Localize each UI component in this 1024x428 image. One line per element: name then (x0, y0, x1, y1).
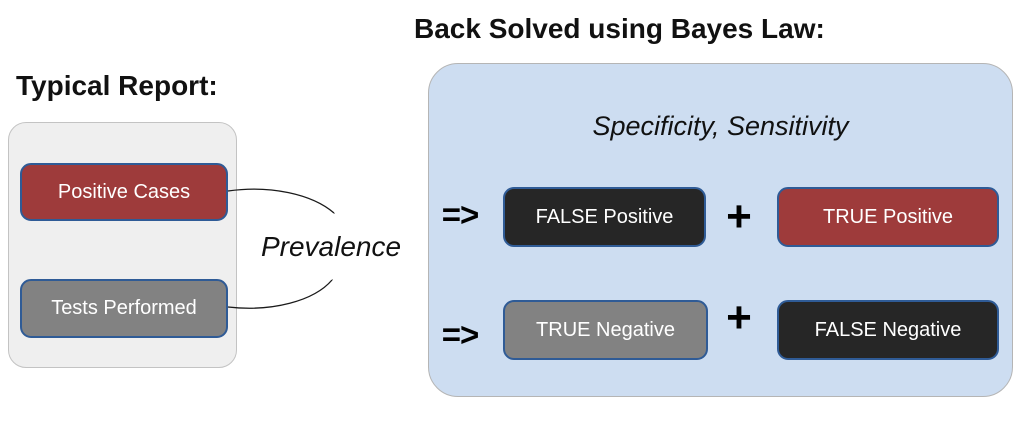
positive-cases-box: Positive Cases (20, 163, 228, 221)
implies-arrow-row1: => (441, 196, 480, 233)
false-negative-box: FALSE Negative (777, 300, 999, 360)
tests-performed-label: Tests Performed (51, 297, 197, 319)
back-solved-heading: Back Solved using Bayes Law: (414, 13, 825, 44)
plus-sign-row1: + (726, 192, 752, 241)
prevalence-label: Prevalence (260, 231, 402, 262)
true-positive-label: TRUE Positive (822, 205, 954, 228)
false-negative-label: FALSE Negative (814, 318, 962, 341)
arrow-tests-performed-to-prevalence (227, 280, 332, 309)
plus-sign-row2: + (726, 293, 752, 342)
typical-report-panel: Positive Cases Tests Performed (8, 122, 237, 368)
false-positive-box: FALSE Positive (503, 187, 706, 247)
true-negative-box: TRUE Negative (503, 300, 708, 360)
typical-report-heading: Typical Report: (16, 70, 218, 101)
specificity-sensitivity-label: Specificity, Sensitivity (592, 111, 849, 141)
true-negative-label: TRUE Negative (536, 318, 675, 341)
false-positive-label: FALSE Positive (535, 205, 674, 228)
arrow-positive-cases-to-prevalence (227, 188, 334, 213)
implies-arrow-row2: => (441, 316, 480, 353)
bayes-panel: Specificity, Sensitivity => FALSE Positi… (428, 63, 1013, 397)
true-positive-box: TRUE Positive (777, 187, 999, 247)
prevalence-arrows (227, 188, 370, 309)
positive-cases-label: Positive Cases (57, 180, 191, 203)
tests-performed-box: Tests Performed (20, 279, 228, 338)
